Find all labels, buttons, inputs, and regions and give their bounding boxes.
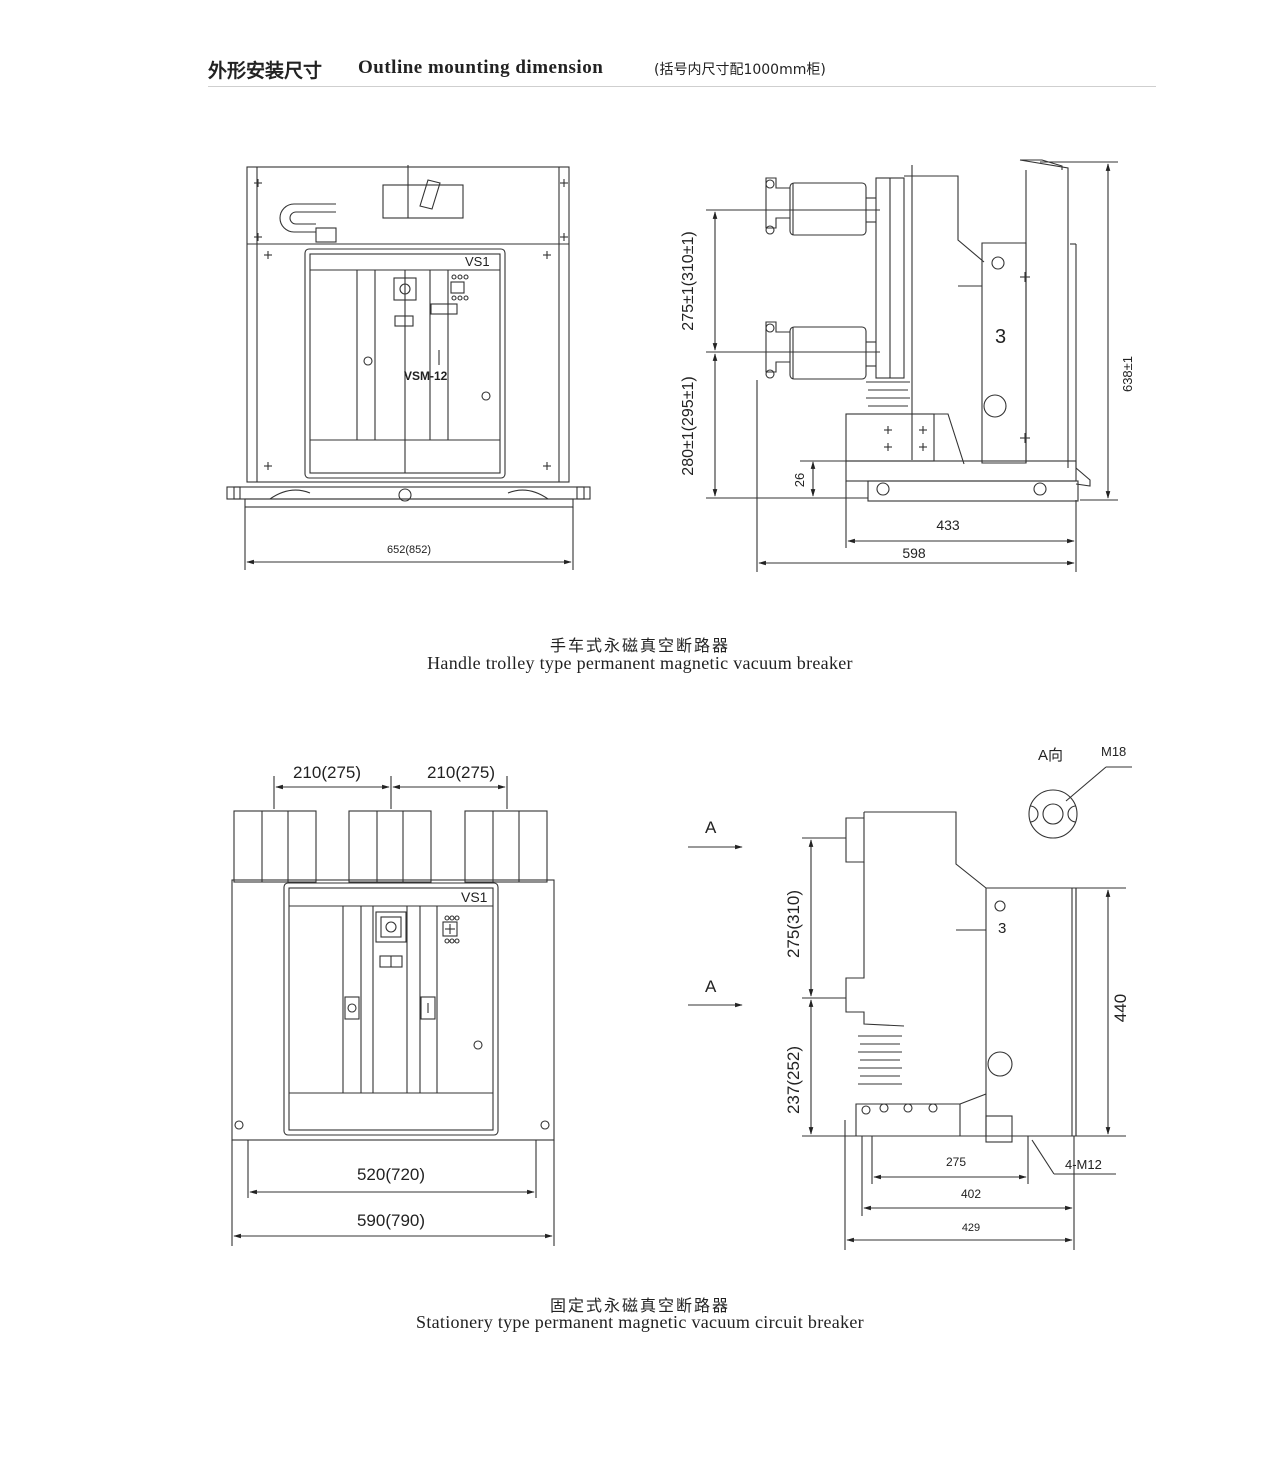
stationary-arrow-a-upper: A <box>705 818 717 837</box>
stationary-height-dim: 440 <box>1111 994 1130 1022</box>
stationary-429-dim: 429 <box>962 1222 980 1234</box>
stationary-labels: 210(275) 210(275) VS1 520(720) 590(790) … <box>293 744 1130 1234</box>
stationary-side-view <box>688 766 1132 1250</box>
trolley-labels: VS1 VSM-12 652(852) 275±1(310±1) 280±1(2… <box>387 231 1135 561</box>
stationary-402-dim: 402 <box>961 1187 981 1201</box>
trolley-part-no: 3 <box>995 326 1006 348</box>
trolley-caption-en: Handle trolley type permanent magnetic v… <box>427 653 853 673</box>
trolley-caption-cn: 手车式永磁真空断路器 <box>549 636 730 655</box>
page-header: 外形安装尺寸 Outline mounting dimension (括号内尺寸… <box>208 56 1156 87</box>
stationary-caption-en: Stationery type permanent magnetic vacuu… <box>416 1312 864 1332</box>
stationary-thread-label: M18 <box>1101 744 1126 759</box>
trolley-26-dim: 26 <box>792 473 807 487</box>
stationary-front-view <box>231 776 555 1246</box>
trolley-panel-label: VS1 <box>465 254 490 269</box>
stationary-inner-width-dim: 520(720) <box>357 1165 425 1184</box>
trolley-model-label: VSM-12 <box>404 369 448 383</box>
stationary-pitch-left-dim: 210(275) <box>293 763 361 782</box>
trolley-front-view <box>226 165 591 570</box>
stationary-caption-cn: 固定式永磁真空断路器 <box>549 1296 730 1315</box>
trolley-598-dim: 598 <box>902 545 926 561</box>
title-chinese: 外形安装尺寸 <box>208 60 323 82</box>
stationary-view-label: A向 <box>1038 747 1063 764</box>
stationary-arrow-a-lower: A <box>705 977 717 996</box>
corner-marks <box>254 179 568 470</box>
stationary-upper-dim: 275(310) <box>784 890 803 958</box>
stationary-bolt-label: 4-M12 <box>1065 1157 1102 1172</box>
trolley-width-dim: 652(852) <box>387 544 431 556</box>
stationary-part-no: 3 <box>998 920 1006 937</box>
trolley-upper-dim: 275±1(310±1) <box>680 231 697 330</box>
stationary-pitch-right-dim: 210(275) <box>427 763 495 782</box>
trolley-side-view <box>706 159 1118 572</box>
stationary-outer-width-dim: 590(790) <box>357 1211 425 1230</box>
trolley-height-dim: 638±1 <box>1120 356 1135 392</box>
stationary-275-dim: 275 <box>946 1155 966 1169</box>
trolley-lower-dim: 280±1(295±1) <box>680 376 697 475</box>
trolley-433-dim: 433 <box>936 517 960 533</box>
title-english: Outline mounting dimension <box>358 57 604 78</box>
stationary-panel-label: VS1 <box>461 889 488 905</box>
stationary-lower-dim: 237(252) <box>784 1046 803 1114</box>
title-note: (括号内尺寸配1000mm柜) <box>654 62 826 78</box>
